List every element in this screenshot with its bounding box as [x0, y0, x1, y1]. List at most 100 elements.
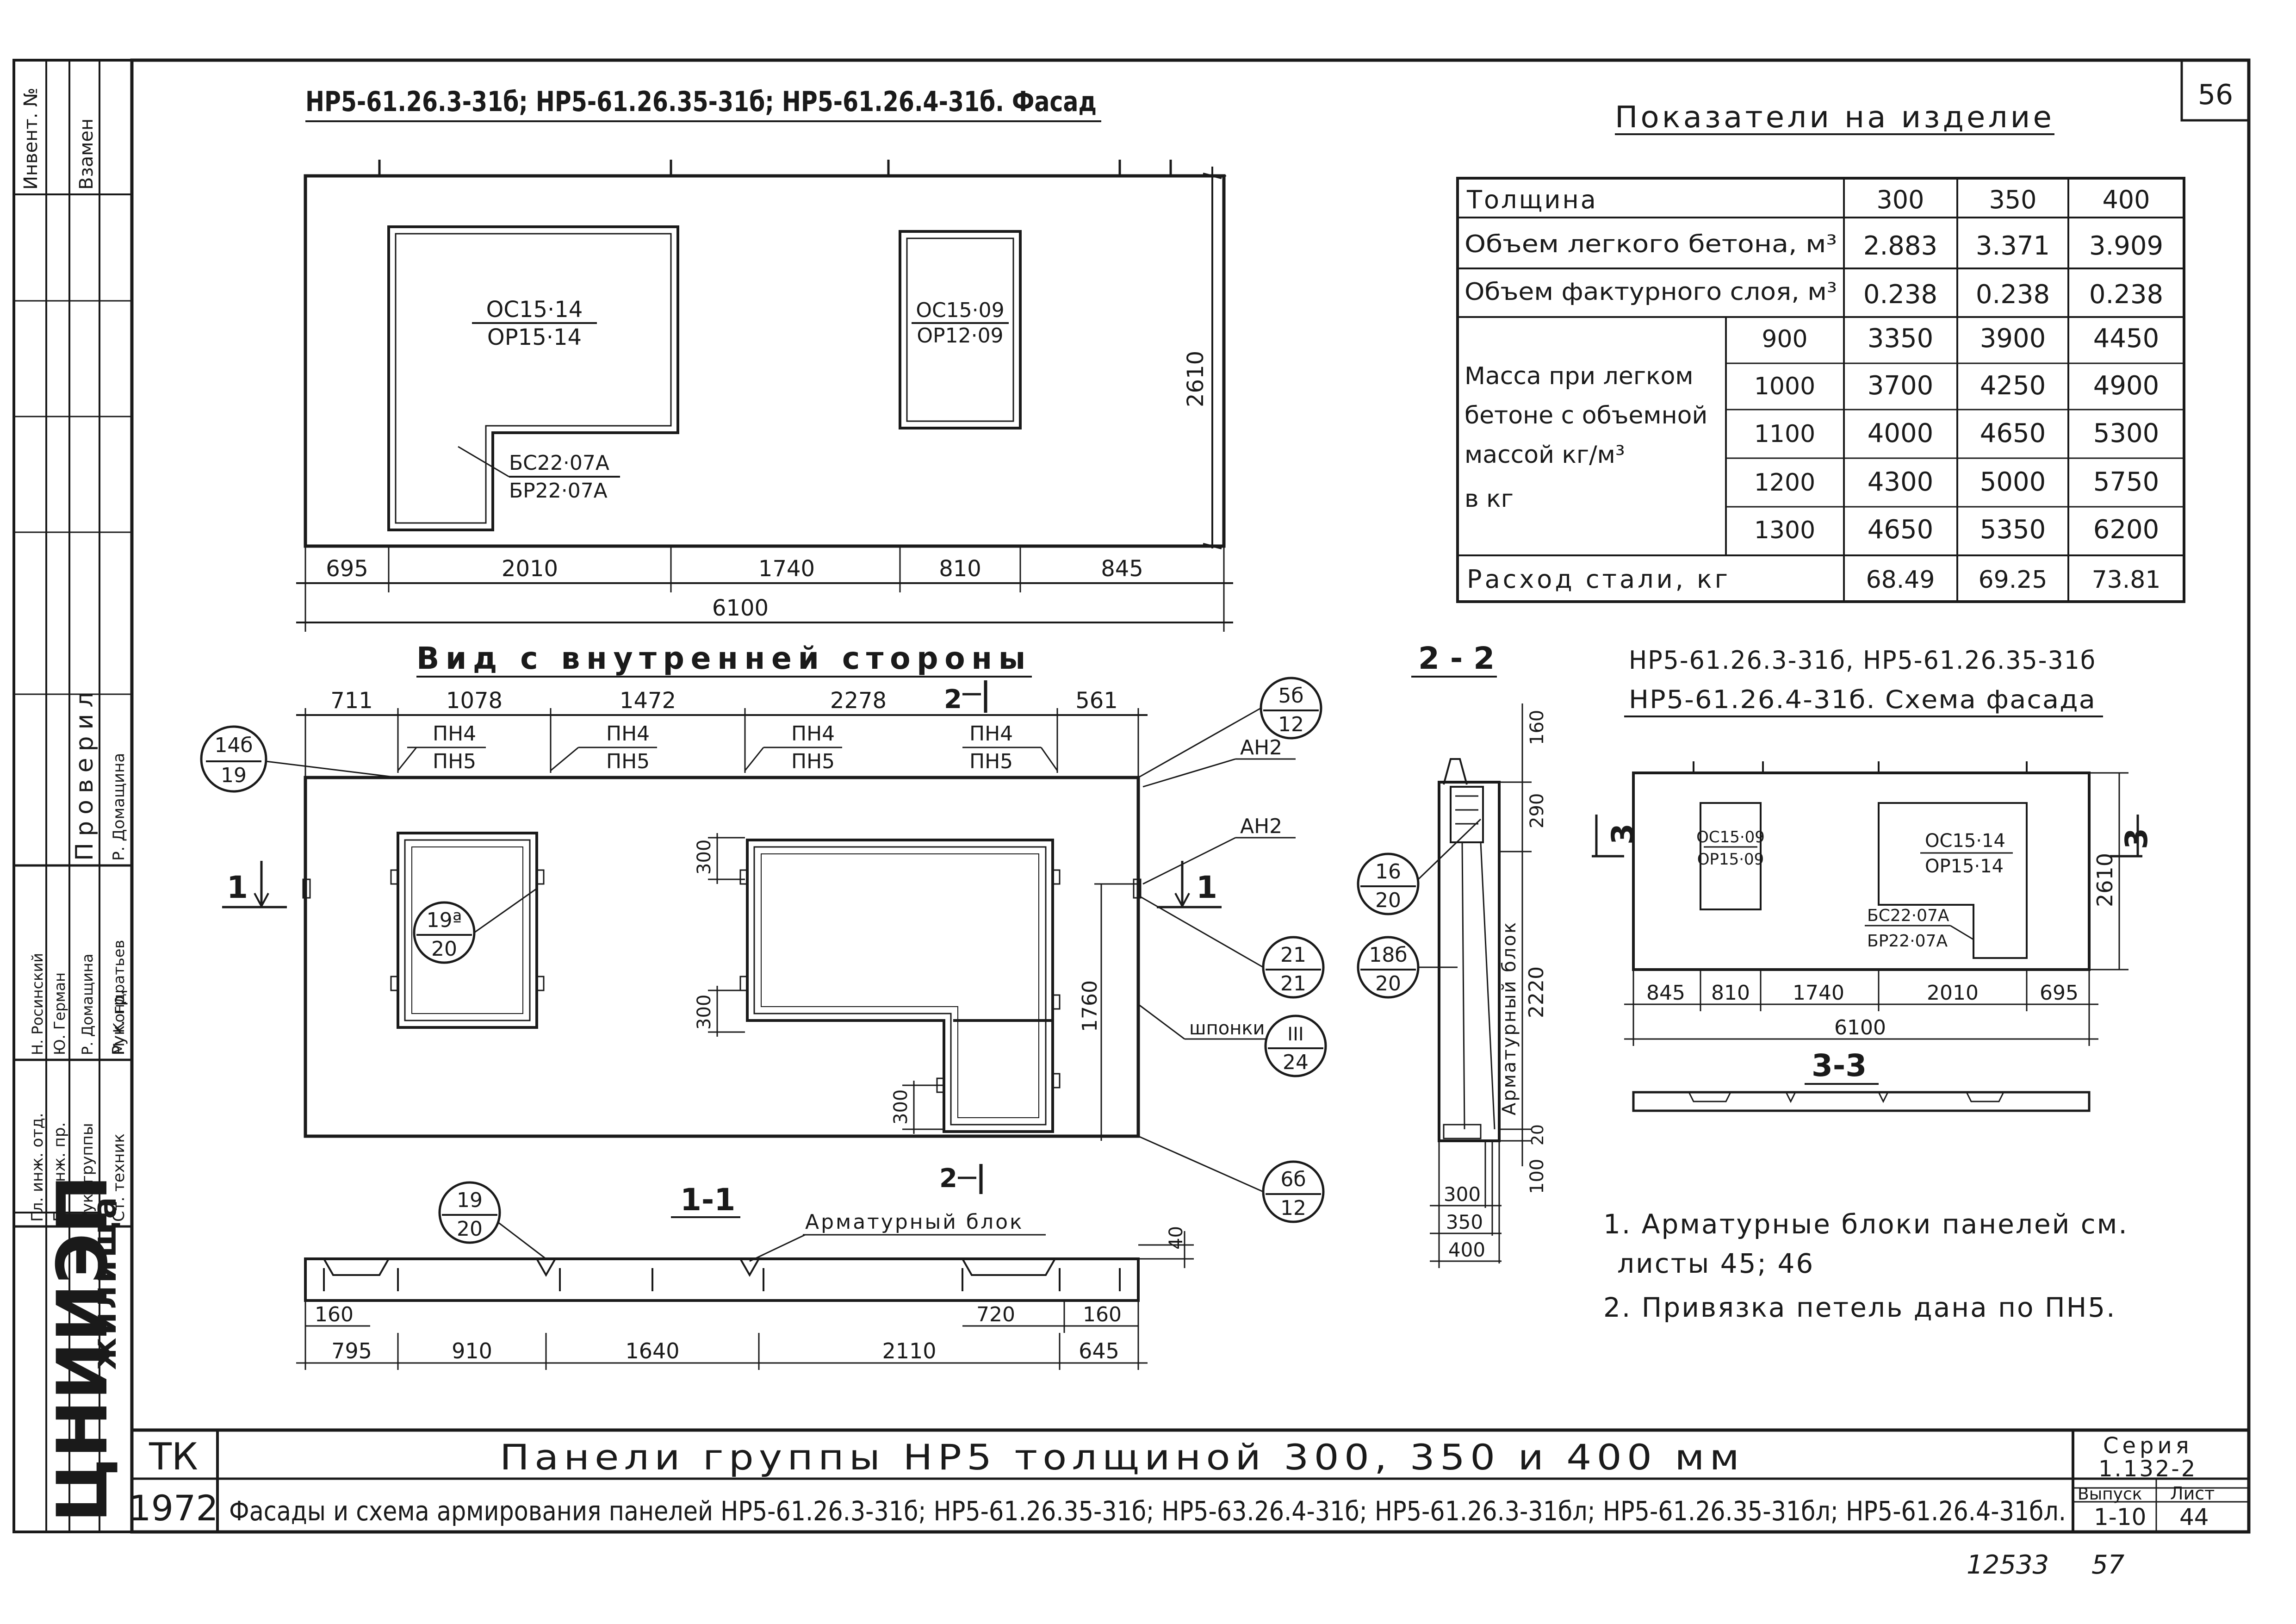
loop-top-1: ПН4 [606, 722, 650, 746]
section11-bdim-3: 2110 [882, 1338, 936, 1363]
loop-bottom-0: ПН5 [433, 750, 476, 773]
facade-height: 2610 [1183, 351, 1209, 407]
note-1: 1. Арматурные блоки панелей см. [1603, 1208, 2128, 1240]
mass-1-400: 4900 [2093, 371, 2159, 401]
scheme-title-2: НР5-61.26.4-31б. Схема фасада [1629, 685, 2096, 714]
mass-label-0: Масса при легком [1464, 362, 1694, 390]
callout-19a: 19ª 20 [413, 888, 537, 964]
stamp-name-1: Н. Росинский [29, 953, 46, 1055]
stamp-name-4: М. Кондратьев [110, 940, 128, 1055]
mass-1-300: 3700 [1868, 371, 1934, 401]
mass-1-350: 4250 [1980, 371, 2046, 401]
vol-light-350: 3.371 [1976, 231, 2050, 261]
callout-19-bottom: 20 [457, 1217, 483, 1241]
mass-density-4: 1300 [1754, 516, 1815, 544]
sheet-frame [12, 58, 2251, 1534]
scheme-big-bottom: ОР15·14 [1925, 856, 2004, 877]
inner-top-dim-1: 1078 [446, 688, 503, 714]
scheme-title-1: НР5-61.26.3-31б, НР5-61.26.35-31б [1629, 646, 2096, 675]
section11-bdim-4: 645 [1079, 1338, 1119, 1363]
section22-dim-4: 100 [1527, 1159, 1548, 1194]
note-1b: листы 45; 46 [1617, 1248, 1814, 1279]
inner-section-mark-right: 1 [1196, 870, 1217, 905]
inner-top-dim-0: 711 [330, 688, 373, 714]
inner-view: Вид с внутренней стороны 711 1078 1472 2… [200, 641, 1327, 1223]
facade-seg-1: 2010 [502, 556, 558, 582]
callout-5b-top: 5б [1278, 684, 1303, 708]
steel-400: 73.81 [2092, 566, 2161, 594]
facade-window1-bottom: ОР15·14 [487, 324, 582, 350]
facade-view: НР5-61.26.3-31б; НР5-61.26.35-31б; НР5-6… [296, 86, 1233, 632]
keys-label: шпонки [1189, 1018, 1265, 1039]
tb-issue: 1-10 [2094, 1504, 2146, 1531]
stamp-org-rest: жилища [86, 1194, 124, 1370]
scheme-door-bottom: БР22·07А [1867, 932, 1948, 951]
section11-dim-160b: 160 [1083, 1303, 1122, 1326]
indicators-title: Показатели на изделие [1615, 100, 2054, 135]
loop-bottom-1: ПН5 [606, 750, 650, 773]
stamp-org-short: ЦНИИЭП [43, 1175, 123, 1523]
section11-bdim-0: 795 [331, 1338, 372, 1363]
section11-dim-160a: 160 [315, 1303, 354, 1326]
stamp-role-2: Гл. инж. пр. [50, 1122, 69, 1222]
scheme-seg-3: 2010 [1927, 981, 1979, 1005]
scheme-height: 2610 [2092, 853, 2117, 907]
section22-dim-0: 160 [1527, 710, 1548, 745]
callout-5b: 5б 12 [1138, 677, 1322, 778]
archive-page: 57 [2091, 1550, 2125, 1580]
tb-tk: ТК [149, 1435, 198, 1478]
steel-300: 68.49 [1866, 566, 1935, 594]
scheme-seg-0: 845 [1646, 981, 1685, 1005]
mass-3-350: 5000 [1980, 467, 2046, 497]
page-number: 56 [2198, 79, 2233, 111]
title-block: ТК 1972 Панели группы НР5 толщиной 300, … [129, 1428, 2249, 1532]
section11-cut-mark: 2 [939, 1164, 957, 1194]
section11-arm-label: Арматурный блок [805, 1210, 1024, 1234]
tb-sheet-label: Лист [2170, 1483, 2215, 1504]
scheme-seg-4: 695 [2040, 981, 2079, 1005]
mass-2-300: 4000 [1868, 418, 1934, 448]
section22-thk-400: 400 [1448, 1238, 1485, 1261]
loop-labels: ПН4 ПН5 ПН4 ПН5 ПН4 ПН5 ПН4 ПН5 [397, 722, 1058, 773]
facade-door-top: БС22·07А [509, 451, 609, 475]
inner-top-dim-4: 561 [1075, 688, 1118, 714]
section11-title: 1-1 [680, 1182, 735, 1218]
vol-facing-400: 0.238 [2089, 280, 2163, 310]
stamp-name-2: Ю. Герман [51, 972, 68, 1055]
steel-350: 69.25 [1979, 566, 2048, 594]
tb-subtitle: Фасады и схема армирования панелей НР5-6… [229, 1495, 2066, 1527]
mass-0-350: 3900 [1980, 324, 2046, 354]
inner-top-dim-2: 1472 [620, 688, 676, 714]
archive-number: 12533 [1967, 1550, 2049, 1580]
left-stamp: Инвент. № Взамен Проверил Рук. гр. Гл. и… [20, 87, 128, 1523]
inner-dim-300-b: 300 [694, 995, 715, 1030]
section22-dim-2: 2220 [1525, 966, 1548, 1018]
section11-bdim-2: 1640 [625, 1338, 679, 1363]
note-2: 2. Привязка петель дана по ПН5. [1603, 1292, 2116, 1323]
stamp-role-0: Рук. гр. [109, 990, 128, 1055]
table-header-300: 300 [1876, 185, 1924, 214]
callout-14b: 14б 19 [200, 725, 398, 793]
callout-14b-bottom: 19 [221, 764, 247, 787]
section22-arm-block: Арматурный блок [1499, 921, 1520, 1115]
inner-cut-mark: 2 [944, 684, 962, 715]
section22-dim-3: 20 [1528, 1124, 1547, 1145]
loop-top-3: ПН4 [969, 722, 1013, 746]
callout-19a-top: 19ª [427, 908, 462, 932]
table-header-label: Толщина [1466, 185, 1598, 214]
callout-16-top: 16 [1375, 860, 1401, 884]
inner-dim-300-c: 300 [890, 1089, 912, 1125]
stamp-vzamen: Взамен [76, 118, 97, 190]
facade-window1-top: ОС15·14 [486, 297, 583, 323]
steel-label: Расход стали, кг [1467, 565, 1731, 594]
tb-series-label: Серия [2103, 1433, 2193, 1459]
an2-label-b: АН2 [1240, 815, 1282, 838]
callout-19-top: 19 [457, 1188, 483, 1212]
scheme-section-title: 3-3 [1812, 1048, 1867, 1083]
facade-seg-2: 1740 [758, 556, 815, 582]
section11-bdim-1: 910 [452, 1338, 492, 1363]
callout-keys: шпонки III 24 [1138, 1003, 1327, 1077]
section-2-2: 2 - 2 Арматурный блок 160 290 2220 20 10… [1357, 641, 1548, 1268]
tb-issue-label: Выпуск [2078, 1485, 2142, 1504]
stamp-role-1: Гл. инж. отд. [28, 1113, 47, 1222]
